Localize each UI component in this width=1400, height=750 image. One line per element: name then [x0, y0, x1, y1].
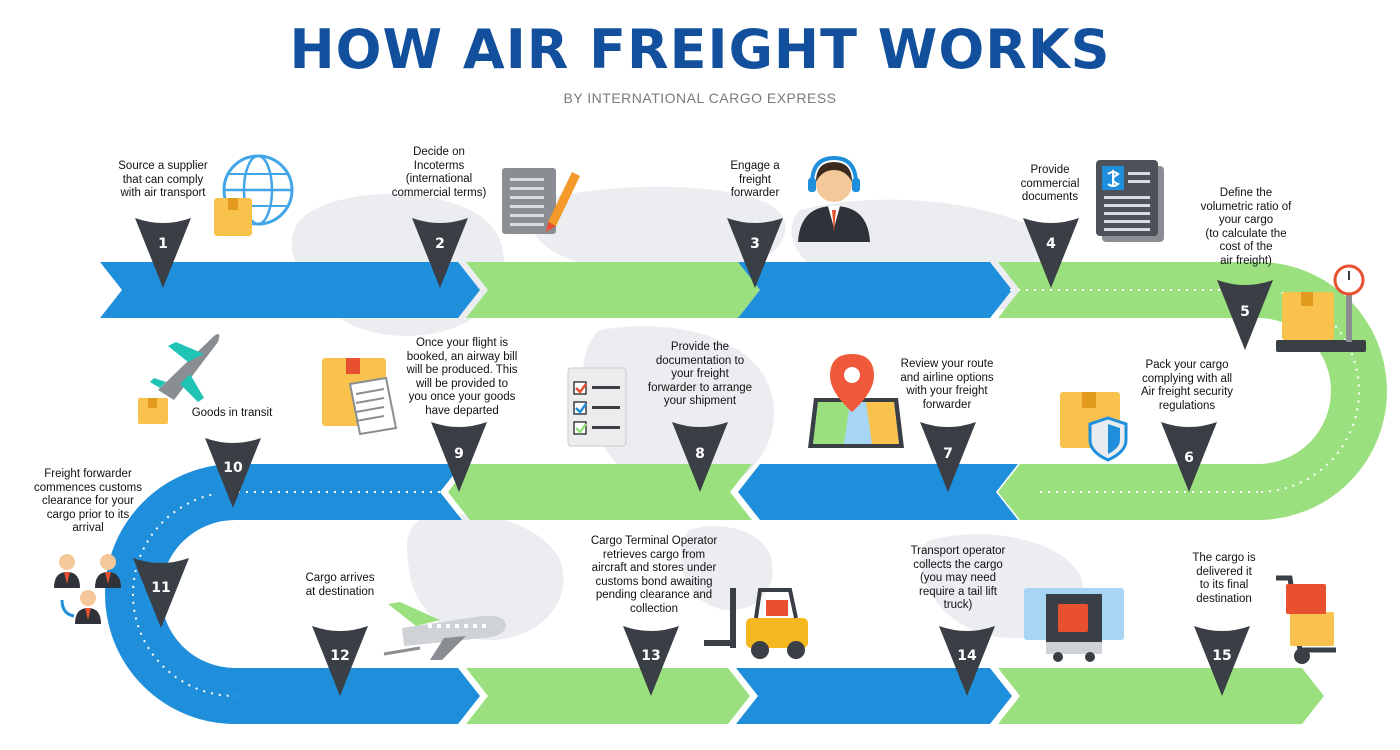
step-3-marker — [727, 218, 783, 288]
step-14-label: Transport operator collects the cargo (y… — [910, 545, 1006, 611]
step-13-number: 13 — [641, 648, 661, 664]
headset-agent-icon — [798, 155, 870, 242]
step-6-label: Pack your cargo complying with all Air f… — [1140, 359, 1234, 412]
step-7-marker — [920, 422, 976, 492]
people-exchange-icon — [54, 554, 128, 624]
hand-trolley-icon — [1276, 575, 1336, 664]
step-12-marker — [312, 626, 368, 696]
step-7-label: Review your route and airline options wi… — [900, 358, 994, 411]
track-row3-seg4 — [998, 668, 1324, 724]
track-row3-seg2 — [466, 668, 750, 724]
step-1-number: 1 — [158, 236, 168, 252]
step-15-number: 15 — [1212, 648, 1232, 664]
landing-plane-icon — [383, 602, 506, 660]
step-12-label: Cargo arrives at destination — [305, 572, 375, 598]
step-4-marker — [1023, 218, 1079, 288]
step-1-marker — [135, 218, 191, 288]
step-10-marker — [205, 438, 261, 508]
airplane-box-icon — [138, 334, 220, 424]
step-6-number: 6 — [1184, 450, 1194, 466]
page-subtitle: BY INTERNATIONAL CARGO EXPRESS — [563, 90, 837, 106]
track-turn-left — [105, 464, 236, 724]
airway-bill-icon — [322, 358, 398, 436]
step-8-number: 8 — [695, 446, 705, 462]
step-9-label: Once your flight is booked, an airway bi… — [406, 337, 518, 417]
step-11-number: 11 — [151, 580, 171, 596]
step-9-marker — [431, 422, 487, 492]
step-4-number: 4 — [1046, 236, 1056, 252]
step-11-marker — [133, 558, 189, 628]
track-row3-seg3 — [736, 668, 1012, 724]
step-10-number: 10 — [223, 460, 243, 476]
step-6-marker — [1161, 422, 1217, 492]
step-2-marker — [412, 218, 468, 288]
contract-pencil-icon — [502, 168, 580, 234]
step-2-number: 2 — [435, 236, 445, 252]
step-13-label: Cargo Terminal Operator retrieves cargo … — [590, 535, 718, 615]
track-row2-seg2 — [738, 464, 1018, 520]
step-7-number: 7 — [943, 446, 953, 462]
track-group — [100, 262, 1387, 724]
step-1-label: Source a supplier that can comply with a… — [118, 160, 208, 199]
step-14-number: 14 — [957, 648, 977, 664]
step-11-label: Freight forwarder commences customs clea… — [33, 468, 142, 534]
step-9-number: 9 — [454, 446, 464, 462]
track-row3-seg1 — [235, 668, 480, 724]
step-3-label: Engage a freight forwarder — [730, 160, 780, 199]
step-15-label: The cargo is delivered it to its final d… — [1192, 552, 1256, 605]
step-12-number: 12 — [330, 648, 350, 664]
track-row1-seg1 — [100, 262, 480, 318]
box-shield-icon — [1060, 392, 1128, 462]
step-5-marker — [1217, 280, 1273, 350]
map-pin-icon — [808, 354, 904, 448]
scale-box-icon — [1276, 264, 1366, 352]
step-10-label: Goods in transit — [191, 407, 273, 419]
track-row2-seg3 — [448, 464, 752, 520]
icon-group — [54, 154, 1366, 664]
step-3-number: 3 — [750, 236, 760, 252]
step-5-label: Define the volumetric ratio of your carg… — [1200, 187, 1292, 267]
invoice-document-icon — [1096, 160, 1164, 242]
step-4-label: Provide commercial documents — [1020, 164, 1080, 203]
step-8-label: Provide the documentation to your freigh… — [647, 341, 753, 407]
step-2-label: Decide on Incoterms (international comme… — [391, 146, 487, 199]
track-row1-seg2 — [466, 262, 760, 318]
track-row1-seg3 — [738, 262, 1012, 318]
marker-group — [133, 218, 1273, 696]
checklist-icon — [567, 367, 627, 447]
forklift-icon — [704, 588, 808, 659]
step-13-marker — [623, 626, 679, 696]
step-8-marker — [672, 422, 728, 492]
globe-box-icon — [214, 154, 294, 236]
track-row2-seg4 — [213, 464, 462, 520]
step-5-number: 5 — [1240, 304, 1250, 320]
step-15-marker — [1194, 626, 1250, 696]
page-title: HOW AIR FREIGHT WORKS — [289, 18, 1111, 81]
step-14-marker — [939, 626, 995, 696]
truck-icon — [1024, 588, 1124, 662]
